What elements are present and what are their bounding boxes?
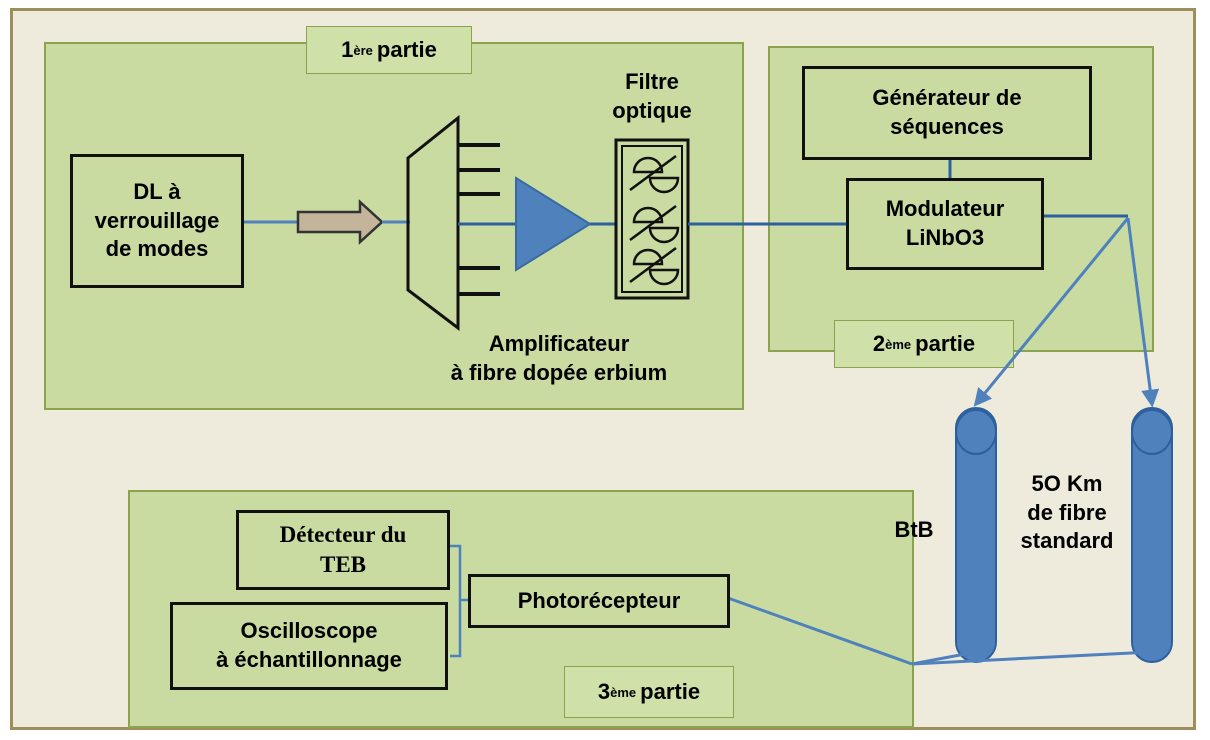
multiplexer-icon <box>406 114 460 332</box>
generator-line-1: Générateur de <box>872 85 1022 111</box>
part3-word: partie <box>640 679 701 704</box>
filter-line-1: Filtre <box>625 69 679 94</box>
ber-detector-block: Détecteur du TEB <box>236 510 450 590</box>
oscilloscope-line-1: Oscilloscope <box>240 618 378 644</box>
part1-sup: ère <box>353 42 373 58</box>
filter-line-2: optique <box>612 97 692 123</box>
oscilloscope-block: Oscilloscope à échantillonnage <box>170 602 448 690</box>
btb-label: BtB <box>894 517 934 542</box>
arrow-to-fiber-spool <box>1126 217 1160 408</box>
modulator-line-2: LiNbO3 <box>905 225 985 250</box>
generator-line-2: séquences <box>890 114 1004 139</box>
laser-line-1: DL à <box>133 179 181 205</box>
part2-word: partie <box>915 331 976 356</box>
fiber-line-1: 5O Km <box>1031 471 1103 496</box>
btb-spool-icon <box>955 407 997 663</box>
fiber-to-junction <box>911 650 1153 666</box>
amplifier-line-1: Amplificateur <box>488 331 630 356</box>
multiplexer-ports <box>458 143 500 296</box>
laser-to-mux-arrow <box>296 199 384 245</box>
fiber-label: 5O Km de fibre standard <box>1004 470 1130 556</box>
sequence-generator-block: Générateur de séquences <box>802 66 1092 160</box>
part1-word: partie <box>376 37 437 62</box>
laser-line-2: verrouillage <box>94 207 220 233</box>
part2-sup: ème <box>885 336 912 352</box>
junction-to-photoreceiver <box>727 596 913 666</box>
fiber-spool-icon <box>1131 407 1173 663</box>
triangle-amplifier-icon <box>515 176 592 272</box>
ber-line-1: Détecteur du <box>279 522 407 548</box>
arrow-to-btb-spool <box>973 217 1130 407</box>
detector-bracket <box>450 544 468 658</box>
fiber-line-2: de fibre <box>1027 499 1107 525</box>
part1-number: 1 <box>341 37 354 62</box>
amplifier-line-2: à fibre dopée erbium <box>450 359 668 385</box>
modulator-block: Modulateur LiNbO3 <box>846 178 1044 270</box>
photoreceiver-block: Photorécepteur <box>468 574 730 628</box>
photoreceiver-label: Photorécepteur <box>517 587 681 613</box>
part3-sup: ème <box>610 684 637 700</box>
part3-number: 3 <box>597 679 611 704</box>
filter-label: Filtre optique <box>600 68 704 125</box>
part2-number: 2 <box>872 331 886 356</box>
mode-locked-laser-block: DL à verrouillage de modes <box>70 154 244 288</box>
laser-line-3: de modes <box>105 236 209 262</box>
part1-panel <box>44 42 744 410</box>
amplifier-label: Amplificateur à fibre dopée erbium <box>414 330 704 387</box>
oscilloscope-line-2: à échantillonnage <box>216 647 402 672</box>
optical-filter-icon <box>614 138 690 300</box>
fiber-line-3: standard <box>1020 528 1114 554</box>
modulator-line-1: Modulateur <box>885 196 1005 222</box>
ber-line-2: TEB <box>319 552 367 577</box>
